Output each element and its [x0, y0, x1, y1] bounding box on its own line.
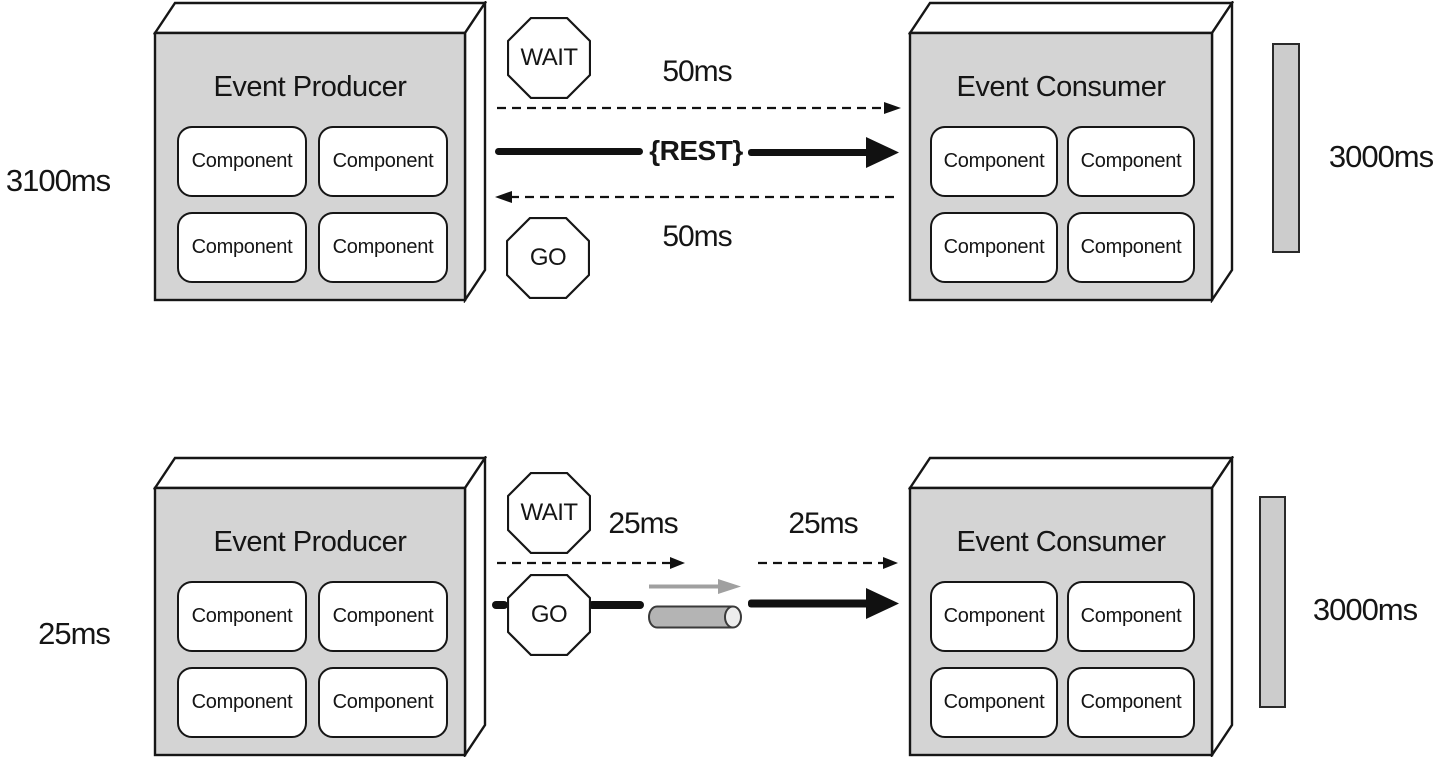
- component-grid: Component Component Component Component: [930, 126, 1195, 283]
- component-box: Component: [930, 581, 1058, 652]
- component-label: Component: [943, 150, 1045, 172]
- component-box: Component: [1067, 581, 1195, 652]
- wait-sign-octagon: WAIT: [507, 472, 591, 554]
- queue-flow-gray-arrow: [649, 579, 741, 594]
- octagon-icon: [507, 472, 591, 554]
- component-grid: Component Component Component Component: [930, 581, 1195, 738]
- go-sign-label: GO: [530, 601, 568, 628]
- panel2-event-producer-box: Event Producer Component Component Compo…: [153, 456, 487, 757]
- consumer-title: Event Consumer: [956, 71, 1167, 103]
- component-label: Component: [191, 150, 293, 172]
- rest-call-arrow-right: [748, 137, 899, 168]
- component-label: Component: [332, 236, 434, 258]
- component-box: Component: [1067, 126, 1195, 197]
- panel1-consumer-latency-label: 3000ms: [1328, 139, 1434, 174]
- component-label: Component: [943, 236, 1045, 258]
- component-box: Component: [177, 212, 307, 283]
- octagon-icon: [507, 17, 591, 99]
- panel2-total-latency-label: 25ms: [38, 616, 111, 651]
- panel1-event-consumer-box: Event Consumer Component Component Compo…: [908, 1, 1242, 303]
- producer-title: Event Producer: [213, 526, 407, 558]
- panel2-consumer-latency-label: 3000ms: [1312, 592, 1418, 627]
- consumer-processing-bar: [1259, 496, 1286, 708]
- request-dashed-arrow: [497, 102, 901, 114]
- component-label: Component: [943, 691, 1045, 713]
- component-box: Component: [177, 667, 307, 738]
- wait-sign-label: WAIT: [520, 44, 578, 71]
- to-queue-latency-label: 25ms: [608, 507, 678, 540]
- rest-call-line-left: [495, 148, 643, 155]
- message-arrow-to-consumer: [748, 588, 899, 619]
- message-line-left-stub: [492, 601, 508, 609]
- component-label: Component: [191, 691, 293, 713]
- panel1-event-producer-box: Event Producer Component Component Compo…: [153, 1, 487, 303]
- message-line-to-queue: [588, 601, 644, 609]
- component-label: Component: [332, 605, 434, 627]
- wait-sign-octagon: WAIT: [507, 17, 591, 99]
- consumer-processing-bar: [1272, 43, 1300, 253]
- component-box: Component: [1067, 667, 1195, 738]
- component-label: Component: [332, 150, 434, 172]
- request-latency-label: 50ms: [662, 55, 732, 88]
- component-box: Component: [930, 667, 1058, 738]
- wait-sign-label: WAIT: [520, 499, 578, 526]
- component-label: Component: [191, 605, 293, 627]
- component-box: Component: [1067, 212, 1195, 283]
- response-latency-label: 50ms: [662, 220, 732, 253]
- component-box: Component: [930, 126, 1058, 197]
- rest-protocol-label: {REST}: [649, 135, 743, 166]
- component-label: Component: [1080, 605, 1182, 627]
- component-box: Component: [318, 667, 448, 738]
- component-box: Component: [930, 212, 1058, 283]
- component-box: Component: [318, 126, 448, 197]
- queue-cylinder-icon: [648, 605, 742, 629]
- consumer-title: Event Consumer: [956, 526, 1167, 558]
- component-box: Component: [177, 581, 307, 652]
- component-grid: Component Component Component Component: [177, 581, 448, 738]
- component-label: Component: [943, 605, 1045, 627]
- panel2-event-consumer-box: Event Consumer Component Component Compo…: [908, 456, 1242, 757]
- component-label: Component: [1080, 150, 1182, 172]
- panel1-total-latency-label: 3100ms: [5, 163, 111, 198]
- component-label: Component: [191, 236, 293, 258]
- from-queue-dashed-arrow: [758, 557, 898, 569]
- component-grid: Component Component Component Component: [177, 126, 448, 283]
- go-sign-label: GO: [529, 244, 567, 271]
- component-label: Component: [332, 691, 434, 713]
- component-box: Component: [318, 212, 448, 283]
- response-dashed-arrow: [495, 191, 899, 203]
- go-sign-octagon: GO: [507, 574, 591, 656]
- component-box: Component: [177, 126, 307, 197]
- component-label: Component: [1080, 236, 1182, 258]
- from-queue-latency-label: 25ms: [788, 507, 858, 540]
- component-label: Component: [1080, 691, 1182, 713]
- octagon-icon: [507, 574, 591, 656]
- to-queue-dashed-arrow: [497, 557, 685, 569]
- producer-title: Event Producer: [213, 71, 407, 103]
- go-sign-octagon: GO: [506, 217, 590, 299]
- component-box: Component: [318, 581, 448, 652]
- octagon-icon: [506, 217, 590, 299]
